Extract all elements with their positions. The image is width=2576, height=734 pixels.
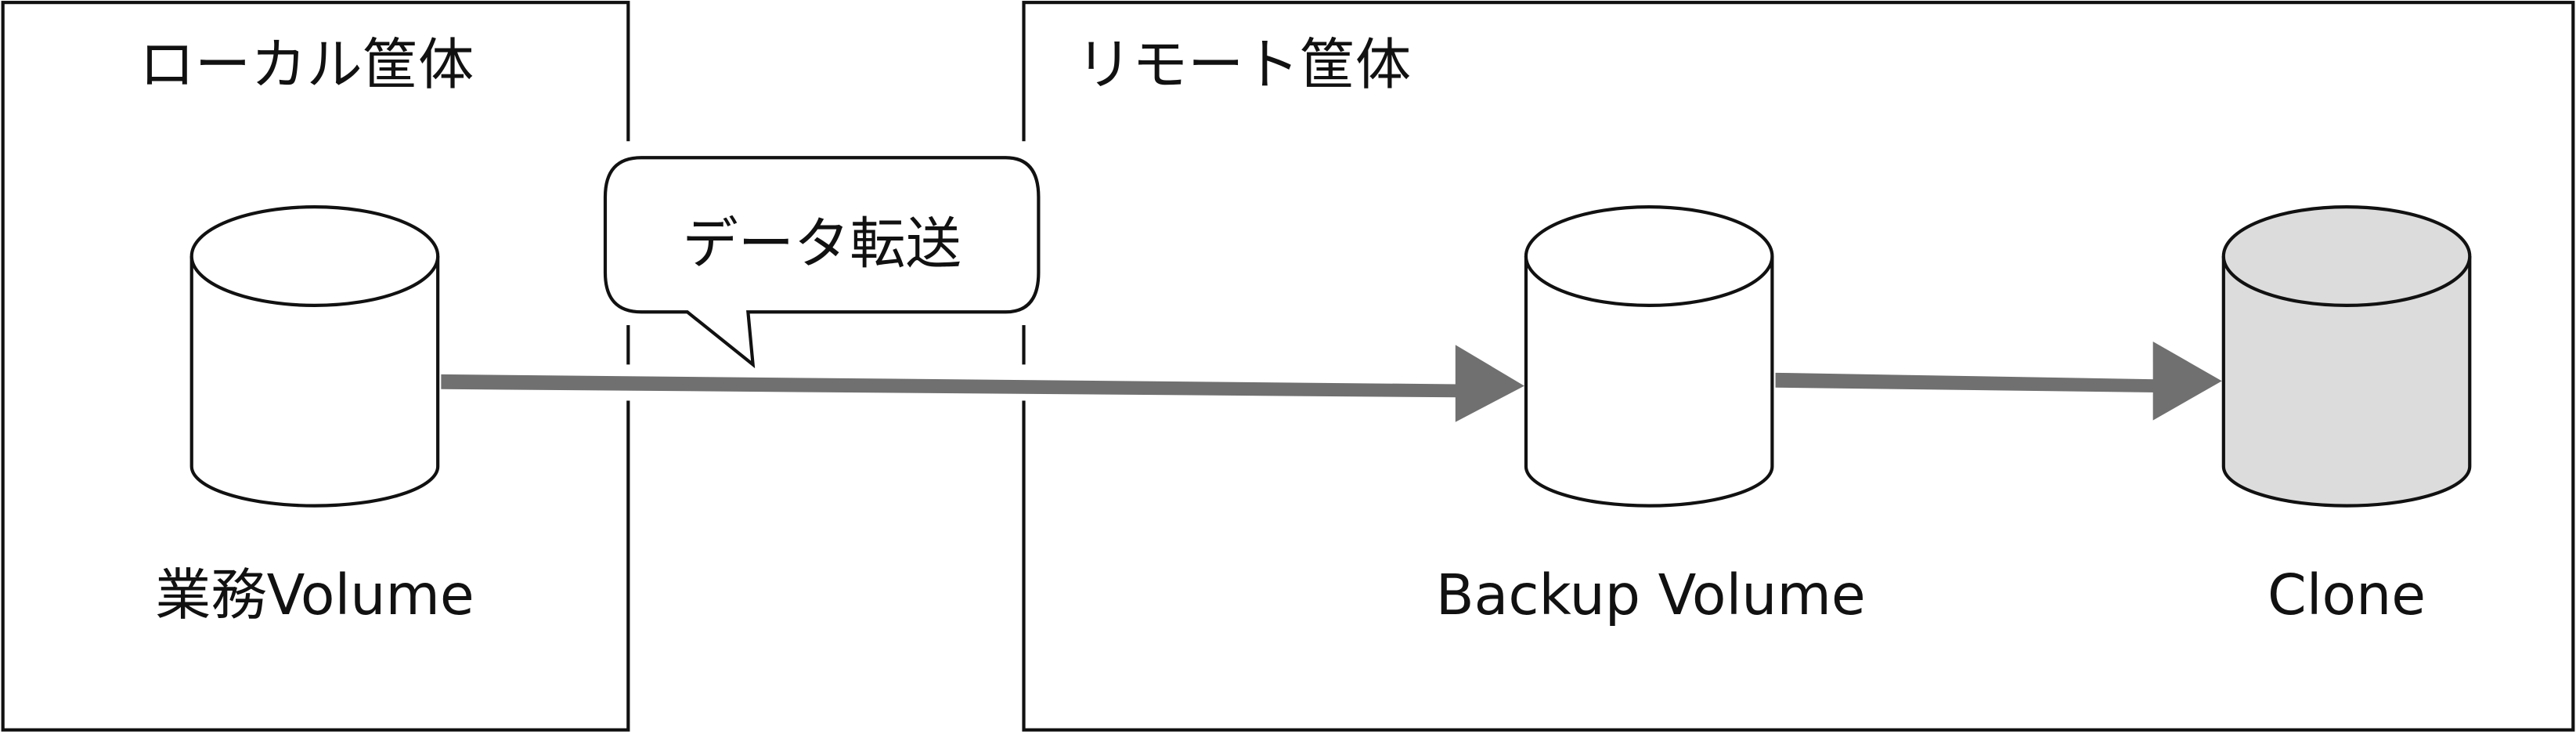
transfer-arrowhead — [1455, 345, 1524, 422]
business-volume-label: 業務Volume — [155, 562, 474, 627]
transfer-arrow-shaft — [441, 374, 1459, 398]
backup-volume-cylinder — [1524, 205, 1774, 508]
callout-label: データ転送 — [683, 211, 961, 276]
clone-arrow-shaft — [1775, 372, 2156, 392]
clone-arrowhead — [2152, 342, 2222, 421]
remote-chassis-title: リモート筐体 — [1077, 32, 1412, 97]
business-volume-cylinder — [189, 205, 440, 508]
clone-label: Clone — [2268, 562, 2426, 627]
data-transfer-callout — [603, 156, 1041, 369]
local-chassis-title: ローカル筐体 — [139, 32, 474, 97]
backup-volume-label: Backup Volume — [1436, 562, 1866, 627]
clone-cylinder — [2221, 205, 2472, 508]
